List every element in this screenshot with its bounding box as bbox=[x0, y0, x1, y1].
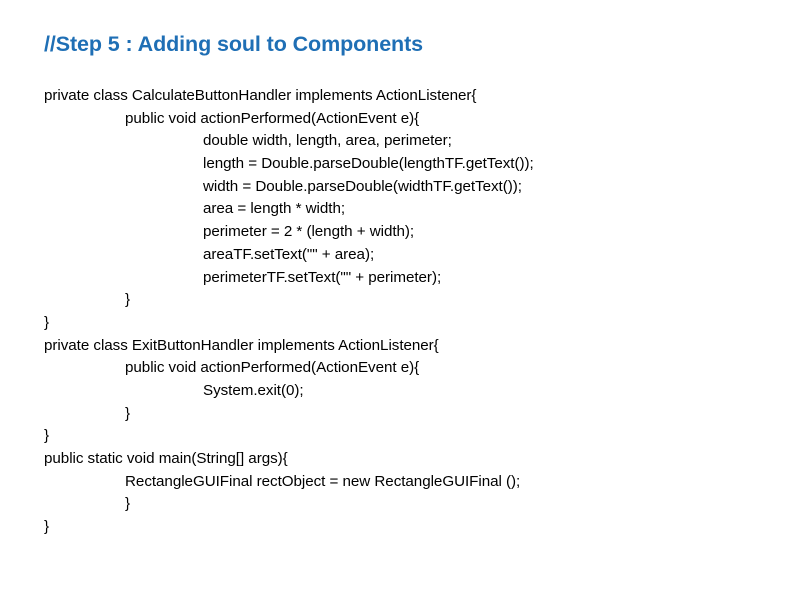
code-line: area = length * width; bbox=[203, 200, 346, 218]
code-line: length = Double.parseDouble(lengthTF.get… bbox=[203, 155, 534, 173]
code-line: } bbox=[125, 404, 131, 422]
slide-title: //Step 5 : Adding soul to Components bbox=[44, 32, 424, 56]
code-line: RectangleGUIFinal rectObject = new Recta… bbox=[125, 472, 521, 490]
code-line: perimeter = 2 * (length + width); bbox=[203, 223, 415, 241]
code-line: System.exit(0); bbox=[203, 381, 304, 399]
code-line: areaTF.setText("" + area); bbox=[203, 245, 375, 263]
code-line: public static void main(String[] args){ bbox=[44, 450, 288, 467]
code-line: } bbox=[44, 313, 50, 331]
code-line: perimeterTF.setText("" + perimeter); bbox=[203, 268, 442, 286]
code-line: public void actionPerformed(ActionEvent … bbox=[125, 359, 420, 377]
code-line: double width, length, area, perimeter; bbox=[203, 132, 452, 150]
code-line: private class CalculateButtonHandler imp… bbox=[44, 87, 477, 104]
code-line: } bbox=[125, 495, 131, 513]
code-line: } bbox=[44, 518, 50, 536]
code-line: } bbox=[125, 291, 131, 309]
code-line: width = Double.parseDouble(widthTF.getTe… bbox=[203, 177, 522, 195]
code-line: } bbox=[44, 427, 50, 445]
code-line: public void actionPerformed(ActionEvent … bbox=[125, 109, 420, 127]
code-block: private class CalculateButtonHandler imp… bbox=[0, 85, 794, 539]
code-line: private class ExitButtonHandler implemen… bbox=[44, 336, 439, 354]
